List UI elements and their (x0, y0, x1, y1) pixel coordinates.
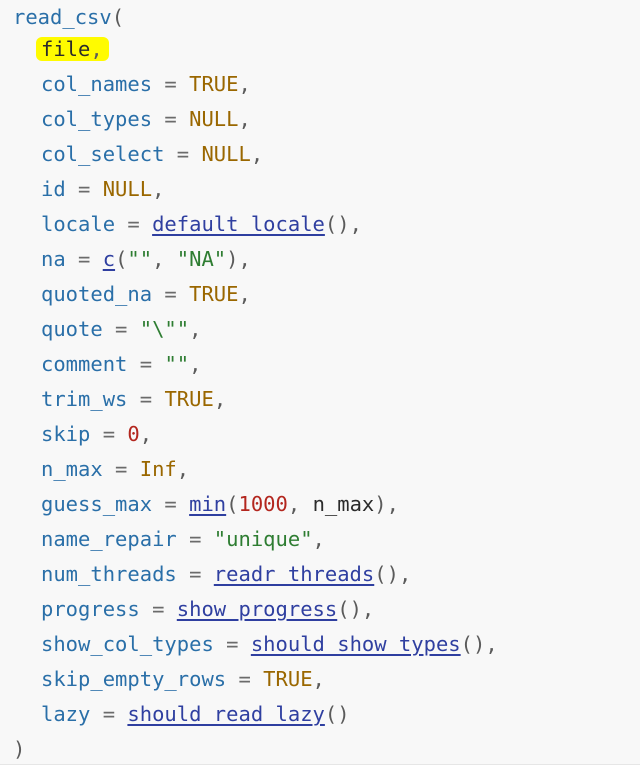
function-name: read_csv (13, 5, 112, 29)
code-line-id: id = NULL, (41, 177, 165, 201)
link-c[interactable]: c (102, 247, 116, 271)
link-should-read-lazy[interactable]: should_read_lazy (127, 702, 325, 726)
code-line-progress: progress = show_progress(), (41, 597, 375, 621)
code-line-comment: comment = "", (41, 352, 202, 376)
code-line-trim-ws: trim_ws = TRUE, (41, 387, 227, 411)
code-line-file: file, (13, 32, 109, 67)
code-line-lazy: lazy = should_read_lazy() (41, 702, 350, 726)
highlighted-file-argument: file, (36, 37, 109, 61)
code-line-close: ) (13, 732, 25, 767)
code-line-skip: skip = 0, (41, 422, 153, 446)
link-readr-threads[interactable]: readr_threads (213, 562, 375, 586)
link-min[interactable]: min (189, 492, 227, 516)
code-line-function: read_csv( (13, 0, 124, 35)
code-line-show-col-types: show_col_types = should_show_types(), (41, 632, 498, 656)
code-line-n-max: n_max = Inf, (41, 457, 190, 481)
code-line-skip-empty-rows: skip_empty_rows = TRUE, (41, 667, 325, 691)
close-paren: ) (13, 737, 26, 761)
arg-name-file: file (41, 37, 91, 61)
code-line-name-repair: name_repair = "unique", (41, 527, 325, 551)
code-line-guess-max: guess_max = min(1000, n_max), (41, 492, 399, 516)
link-show-progress[interactable]: show_progress (176, 597, 338, 621)
code-line-col-select: col_select = NULL, (41, 142, 264, 166)
open-paren: ( (111, 5, 125, 29)
code-line-col-types: col_types = NULL, (41, 107, 251, 131)
code-line-na: na = c("", "NA"), (41, 247, 251, 271)
code-line-locale: locale = default_locale(), (41, 212, 362, 236)
code-line-col-names: col_names = TRUE, (41, 72, 251, 96)
link-default-locale[interactable]: default_locale (152, 212, 325, 236)
code-line-quote: quote = "\"", (41, 317, 202, 341)
link-should-show-types[interactable]: should_show_types (250, 632, 461, 656)
code-line-num-threads: num_threads = readr_threads(), (41, 562, 412, 586)
code-line-quoted-na: quoted_na = TRUE, (41, 282, 251, 306)
